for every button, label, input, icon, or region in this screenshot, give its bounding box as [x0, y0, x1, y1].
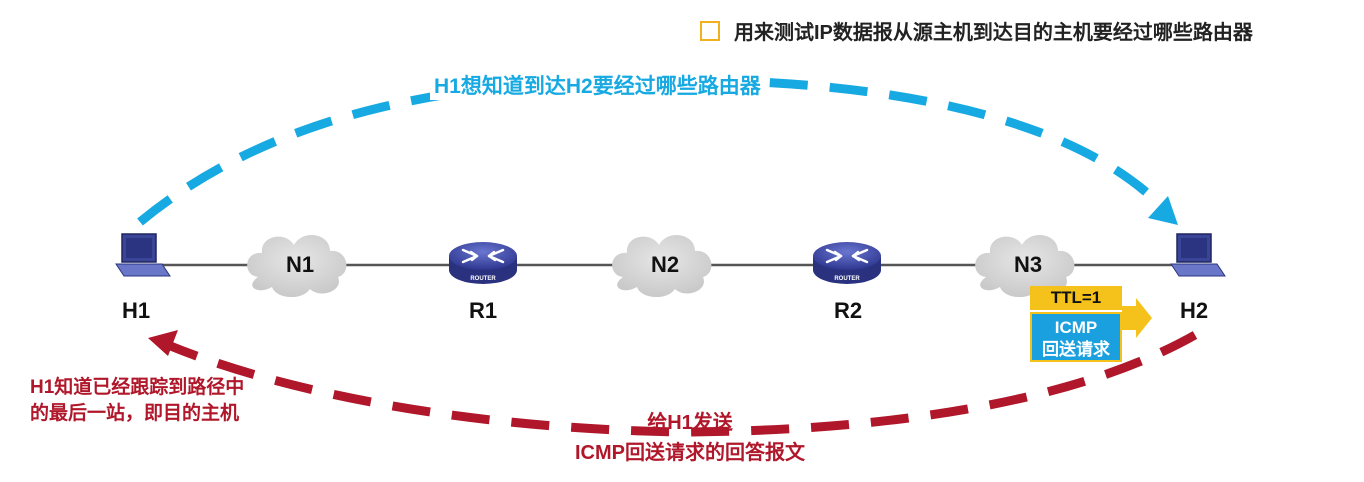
- router-icon-R1: ROUTER: [449, 242, 517, 284]
- router-icon-R2: ROUTER: [813, 242, 881, 284]
- router-label-R2: R2: [833, 298, 863, 323]
- router-badge: ROUTER: [470, 276, 496, 282]
- network-label-N2: N2: [650, 252, 680, 277]
- packet-type-line2: 回送请求: [1042, 340, 1110, 359]
- packet-arrow: [1122, 298, 1152, 338]
- host-label-H2: H2: [1179, 298, 1209, 323]
- network-label-N1: N1: [285, 252, 315, 277]
- packet-type-line1: ICMP: [1054, 318, 1098, 337]
- blue-annotation: H1想知道到达H2要经过哪些路由器: [430, 70, 765, 100]
- red-arrowhead: [148, 330, 178, 356]
- host-label-H1: H1: [121, 298, 151, 323]
- red-center-annotation: 给H1发送 ICMP回送请求的回答报文: [540, 408, 840, 468]
- red-left-annotation: H1知道已经跟踪到路径中的最后一站，即目的主机: [30, 377, 245, 424]
- page-title: 用来测试IP数据报从源主机到达目的主机要经过哪些路由器: [700, 16, 1253, 45]
- cloud-icon-N1: [247, 234, 347, 298]
- red-dashed-arc: [166, 331, 1198, 437]
- blue-arrowhead: [1148, 196, 1178, 225]
- cloud-icon-N2: [612, 234, 712, 298]
- router-badge: ROUTER: [834, 276, 860, 282]
- checkbox-icon: [700, 20, 720, 41]
- packet-type: ICMP 回送请求: [1030, 312, 1122, 362]
- red-center-line2: ICMP回送请求的回答报文: [575, 442, 805, 464]
- blue-dashed-arc: [137, 75, 1169, 226]
- title-text: 用来测试IP数据报从源主机到达目的主机要经过哪些路由器: [734, 22, 1253, 44]
- cloud-icon-N3: [975, 234, 1075, 298]
- red-center-line1: 给H1发送: [647, 412, 733, 434]
- computer-icon-H1: [115, 233, 171, 277]
- network-label-N3: N3: [1013, 252, 1043, 277]
- computer-icon-H2: [1170, 233, 1226, 277]
- router-label-R1: R1: [468, 298, 498, 323]
- packet-ttl: TTL=1: [1030, 286, 1122, 310]
